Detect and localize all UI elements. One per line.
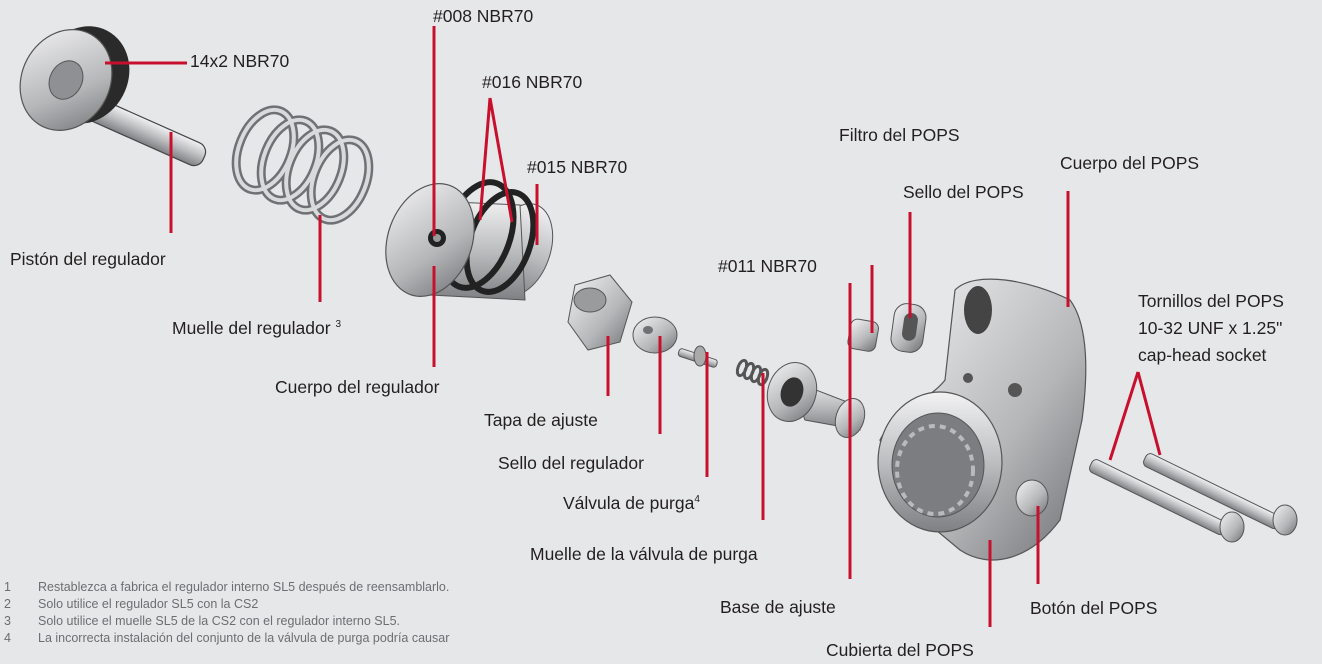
adjust-base-part xyxy=(766,362,866,439)
pops-body-label: Cuerpo del POPS xyxy=(1060,153,1200,173)
regulator-piston-part xyxy=(19,26,207,167)
pops-filter-label: Filtro del POPS xyxy=(839,125,960,145)
pops-cover-label: Cubierta del POPS xyxy=(826,640,974,660)
footnote-text: Restablezca a fabrica el regulador inter… xyxy=(38,580,450,594)
purge-valve-part xyxy=(677,345,718,368)
oring-008-label: #008 NBR70 xyxy=(433,6,534,26)
regulator-seal-part xyxy=(632,316,678,354)
purge-spring-label: Muelle de la válvula de purga xyxy=(530,544,758,564)
pops-filter-part xyxy=(847,318,879,352)
purge-valve-footnote-ref: 4 xyxy=(694,494,700,506)
pops-button-label: Botón del POPS xyxy=(1030,598,1158,618)
adjust-cap-label: Tapa de ajuste xyxy=(484,410,598,430)
oring-011-label: #011 NBR70 xyxy=(718,256,817,276)
footnote-text: Solo utilice el regulador SL5 con la CS2 xyxy=(38,597,259,611)
purge-valve-label: Válvula de purga4 xyxy=(563,493,700,514)
leader-lines xyxy=(105,26,1162,627)
footnote-text: La incorrecta instalación del conjunto d… xyxy=(38,631,450,645)
regulator-piston-label: Pistón del regulador xyxy=(10,249,166,269)
adjust-cap-part xyxy=(567,274,633,351)
footnote-number: 1 xyxy=(4,580,11,594)
oring-14x2-label: 14x2 NBR70 xyxy=(190,51,290,71)
pops-seal-part xyxy=(890,303,927,353)
footnote-number: 2 xyxy=(4,597,11,611)
pops-screws-label-2: 10-32 UNF x 1.25" xyxy=(1138,318,1283,338)
pops-button-part xyxy=(1015,479,1049,517)
footnote-number: 3 xyxy=(4,614,11,628)
footnote-text: Solo utilice el muelle SL5 de la CS2 con… xyxy=(38,614,401,628)
regulator-spring-footnote-ref: 3 xyxy=(335,319,342,331)
footnote-number: 4 xyxy=(4,631,11,645)
oring-015-label: #015 NBR70 xyxy=(527,157,628,177)
regulator-spring-label: Muelle del regulador 3 xyxy=(172,318,341,339)
pops-screws-label-3: cap-head socket xyxy=(1138,345,1267,365)
regulator-body-label: Cuerpo del regulador xyxy=(275,377,440,397)
adjust-base-label: Base de ajuste xyxy=(720,597,836,617)
oring-016-label: #016 NBR70 xyxy=(482,72,583,92)
purge-spring-part xyxy=(735,358,770,387)
purge-valve-text: Válvula de purga xyxy=(563,493,695,513)
regulator-seal-label: Sello del regulador xyxy=(498,453,644,473)
pops-screws-part xyxy=(1089,453,1298,543)
regulator-spring-text: Muelle del regulador xyxy=(172,318,331,338)
pops-screws-label-1: Tornillos del POPS xyxy=(1138,291,1284,311)
regulator-spring-highlight xyxy=(234,107,371,223)
pops-seal-label: Sello del POPS xyxy=(903,182,1024,202)
